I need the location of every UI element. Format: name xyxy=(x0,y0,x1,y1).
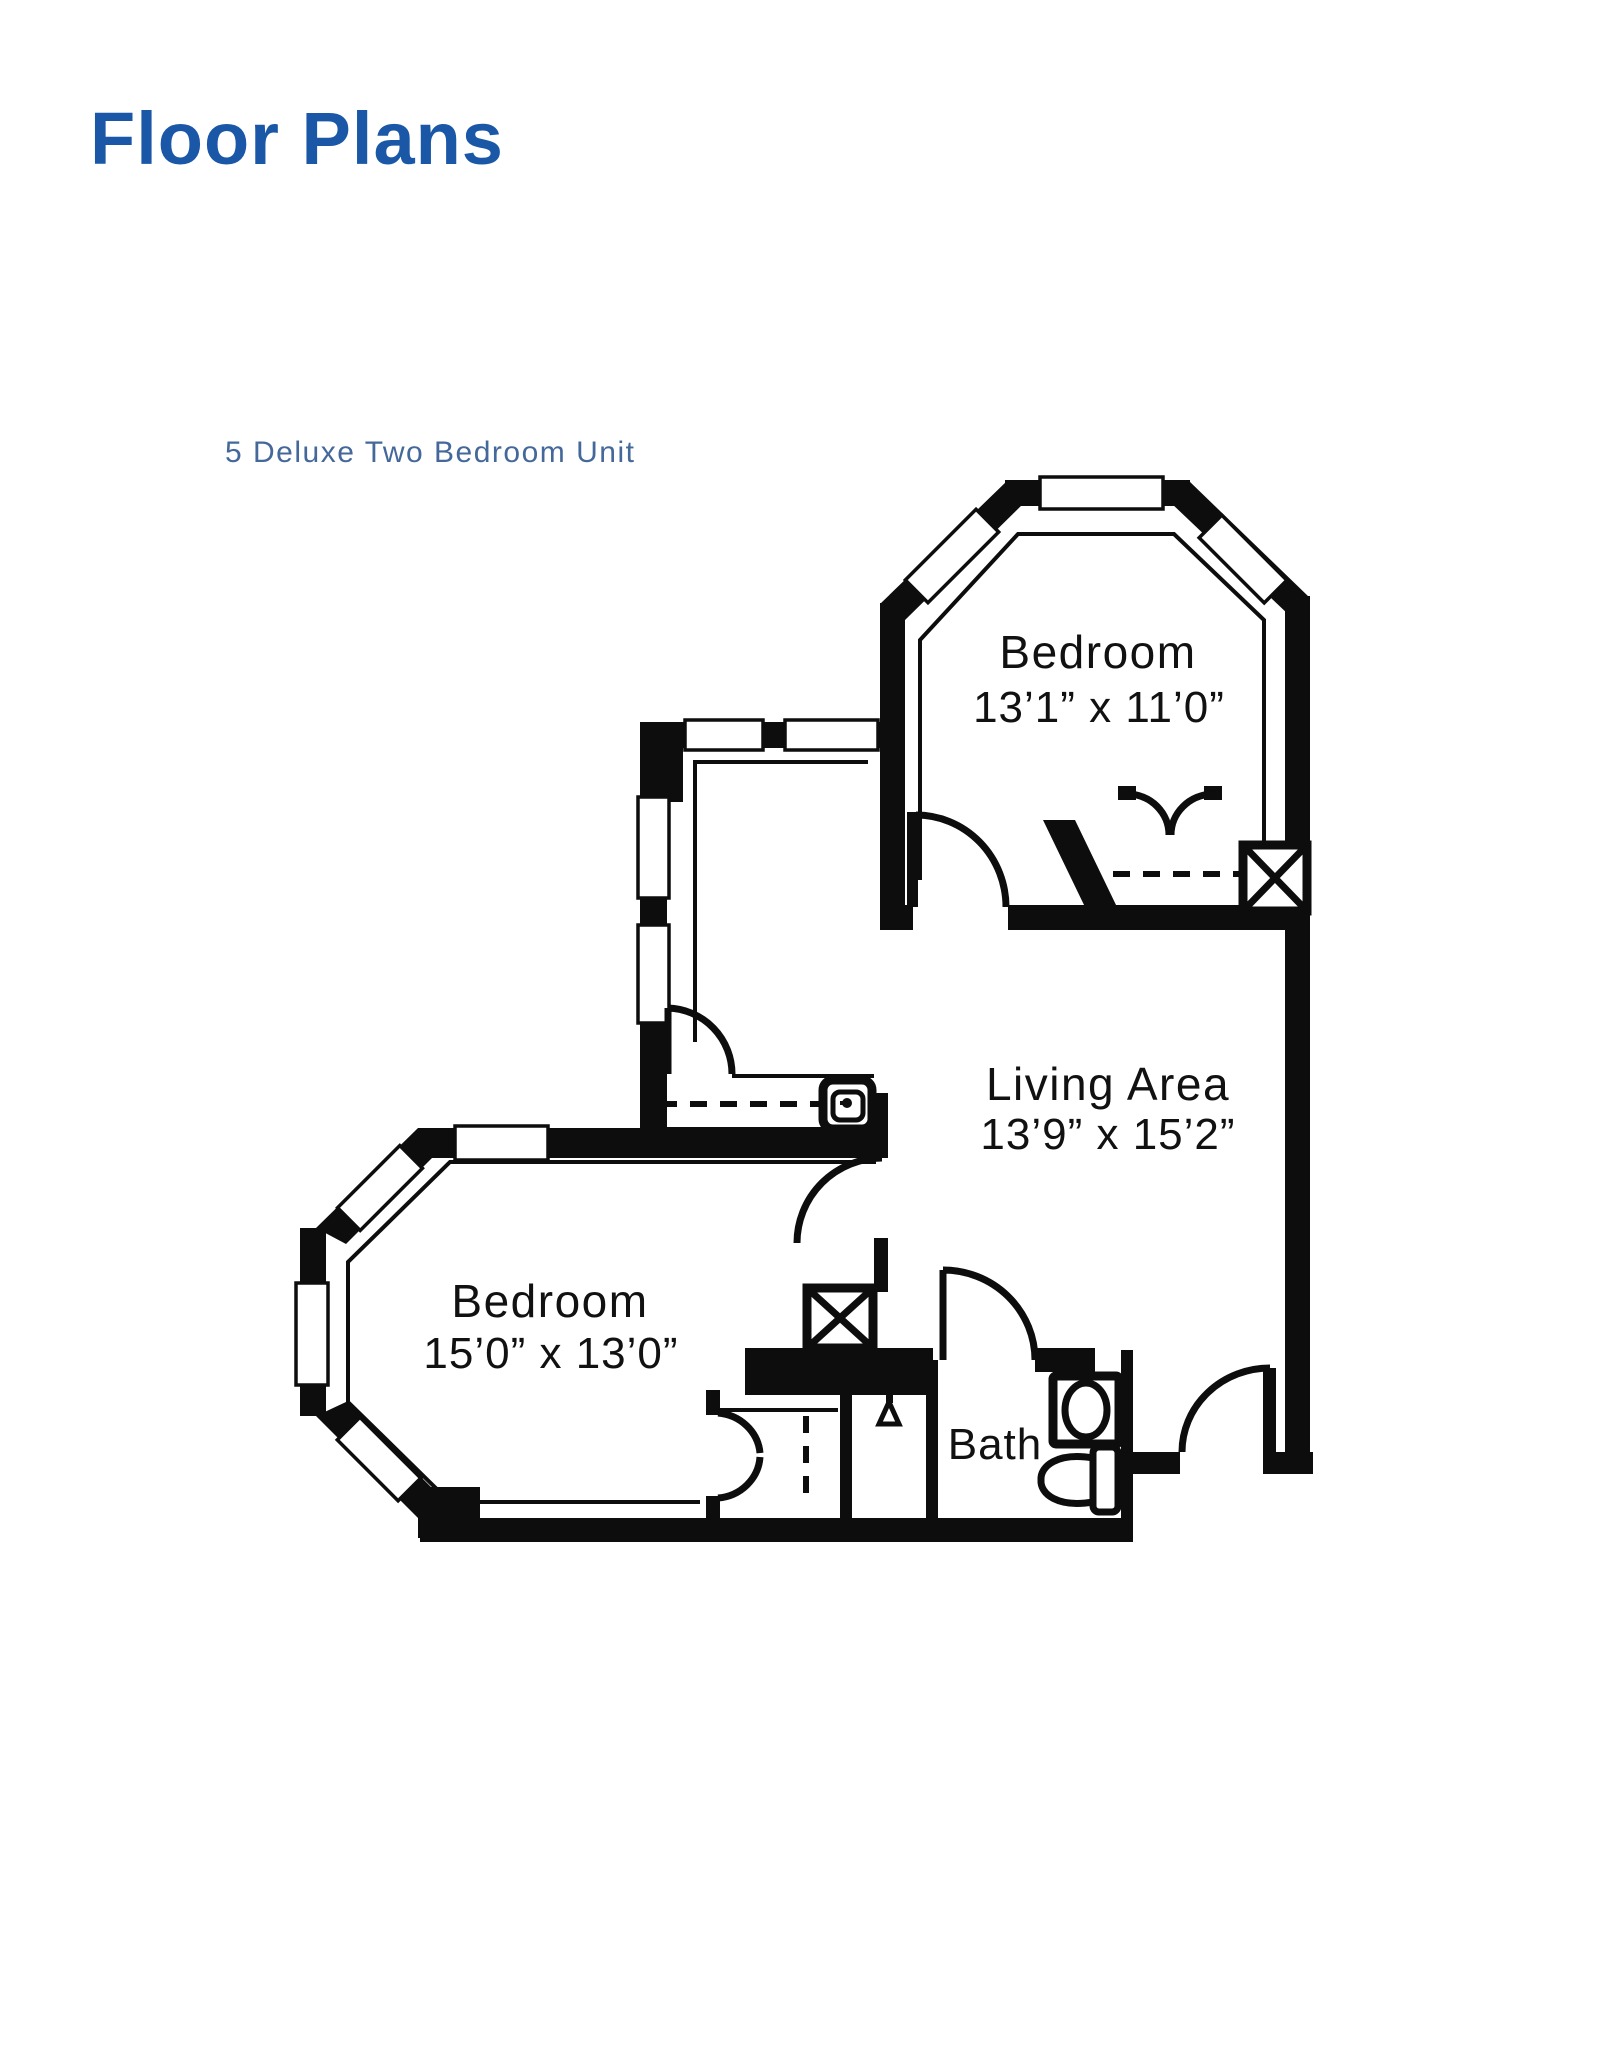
toilet-icon xyxy=(1037,1443,1122,1516)
shaft-x-boxes xyxy=(802,840,1312,1353)
room-dims-living-area: 13’9” x 15’2” xyxy=(980,1110,1235,1159)
page-title: Floor Plans xyxy=(90,97,504,180)
fixtures xyxy=(818,1075,1124,1516)
room-labels: Bedroom 13’1” x 11’0” Living Area 13’9” … xyxy=(423,626,1235,1469)
kitchen-sink-icon xyxy=(818,1075,877,1134)
room-label-bath: Bath xyxy=(948,1420,1043,1469)
room-dims-bedroom-top: 13’1” x 11’0” xyxy=(973,683,1225,732)
room-dims-bedroom-bottom: 15’0” x 13’0” xyxy=(423,1329,678,1378)
room-label-bedroom-bottom: Bedroom xyxy=(451,1275,648,1327)
plan-caption: 5 Deluxe Two Bedroom Unit xyxy=(225,436,636,469)
inner-wall-lines xyxy=(346,532,1266,1504)
closet-rod-dashed-lines xyxy=(660,871,1243,1498)
room-label-bedroom-top: Bedroom xyxy=(999,626,1196,678)
bathroom-sink-icon xyxy=(1048,1371,1124,1449)
windows xyxy=(294,475,1290,1504)
room-label-living-area: Living Area xyxy=(986,1058,1230,1110)
shower-head-icon xyxy=(875,1392,903,1427)
door-swing-arcs xyxy=(664,790,1271,1502)
